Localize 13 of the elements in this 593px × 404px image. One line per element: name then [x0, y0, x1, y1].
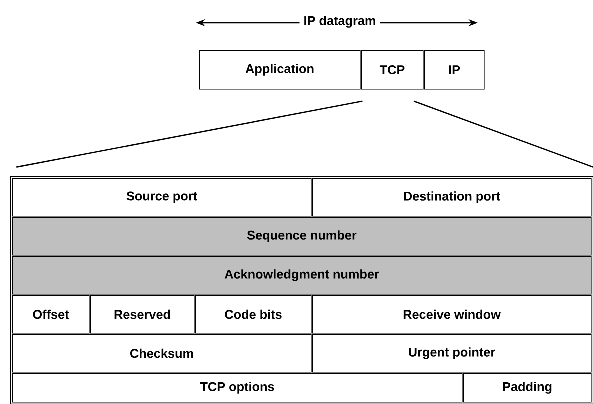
field-cell: TCP: [361, 50, 424, 90]
field-cell: Sequence number: [12, 217, 592, 256]
field-cell: Padding: [463, 373, 592, 403]
expansion-line: [16, 100, 363, 168]
field-cell: Acknowledgment number: [12, 256, 592, 295]
field-cell: Destination port: [312, 178, 592, 217]
field-cell: Source port: [12, 178, 312, 217]
field-cell: Offset: [12, 295, 90, 334]
field-cell: Code bits: [195, 295, 312, 334]
field-cell: Reserved: [90, 295, 195, 334]
expansion-line: [414, 100, 593, 168]
field-cell: IP: [424, 50, 485, 90]
dimension-label: IP datagram: [304, 16, 376, 28]
